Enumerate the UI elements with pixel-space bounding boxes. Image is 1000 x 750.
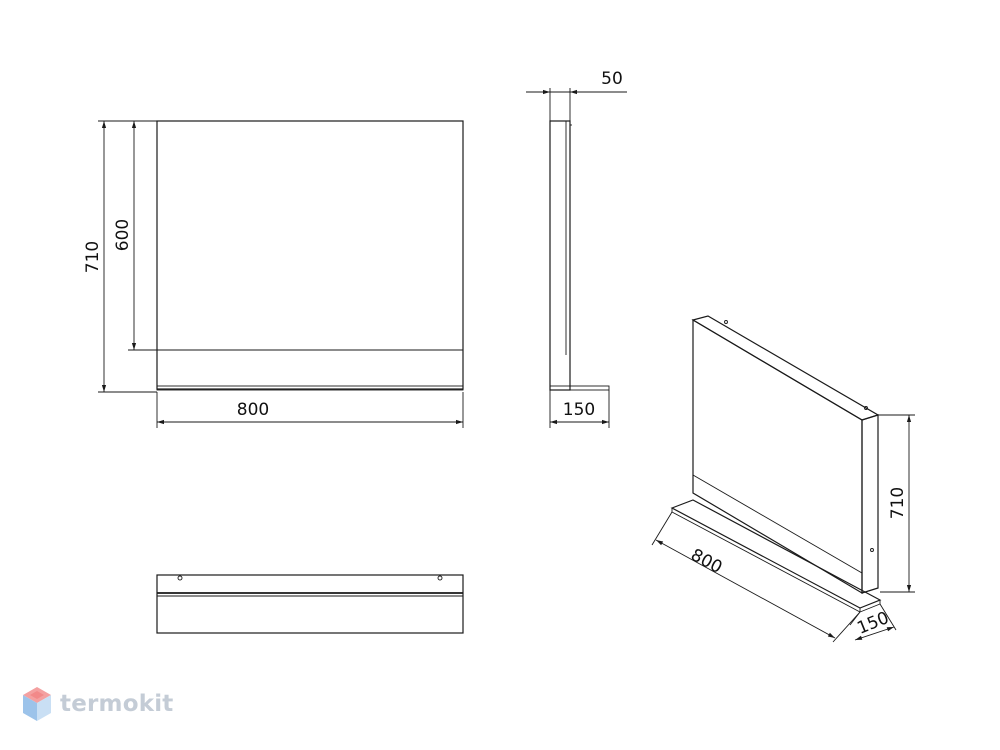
dim-label-total-height: 710: [83, 241, 103, 273]
top-outline: [156, 574, 464, 634]
iso-dim-label-width: 800: [687, 545, 725, 578]
side-shelf: [549, 385, 610, 391]
iso-panel-side: [861, 414, 879, 594]
isometric-view: 710 800 150: [651, 315, 915, 643]
cube-logo-icon: [23, 687, 51, 721]
iso-dim-line-depth: [854, 626, 895, 641]
watermark-text: termokit: [60, 691, 174, 717]
iso-hole-left: [724, 320, 728, 324]
top-hole-right: [437, 575, 443, 581]
termokit-watermark: termokit: [22, 686, 173, 722]
iso-ext-width-right: [832, 611, 861, 643]
front-panel-outline: [156, 120, 464, 390]
dim-label-thickness: 50: [601, 69, 623, 89]
dim-label-front-width: 800: [237, 400, 269, 420]
top-hole-left: [177, 575, 183, 581]
iso-panel-face: [692, 318, 863, 595]
iso-ext-depth-right: [879, 603, 897, 631]
front-shelf-strip: [156, 385, 464, 391]
iso-hole-right: [864, 406, 868, 410]
iso-shelf-side-edge: [859, 603, 881, 613]
iso-ext-width-left: [651, 511, 673, 546]
dim-label-mirror-height: 600: [113, 219, 133, 251]
iso-panel-top: [691, 315, 880, 421]
side-view: 50 150: [526, 69, 627, 428]
front-view: 710 600 800: [83, 120, 464, 428]
top-view: [156, 574, 464, 634]
iso-ext-depth-left: [849, 611, 861, 626]
iso-dim-line-width: [655, 539, 836, 639]
side-panel-outline: [549, 120, 571, 391]
iso-switch: [870, 548, 874, 552]
iso-dim-label-height: 710: [888, 487, 908, 519]
dim-label-shelf-depth: 150: [563, 400, 595, 420]
